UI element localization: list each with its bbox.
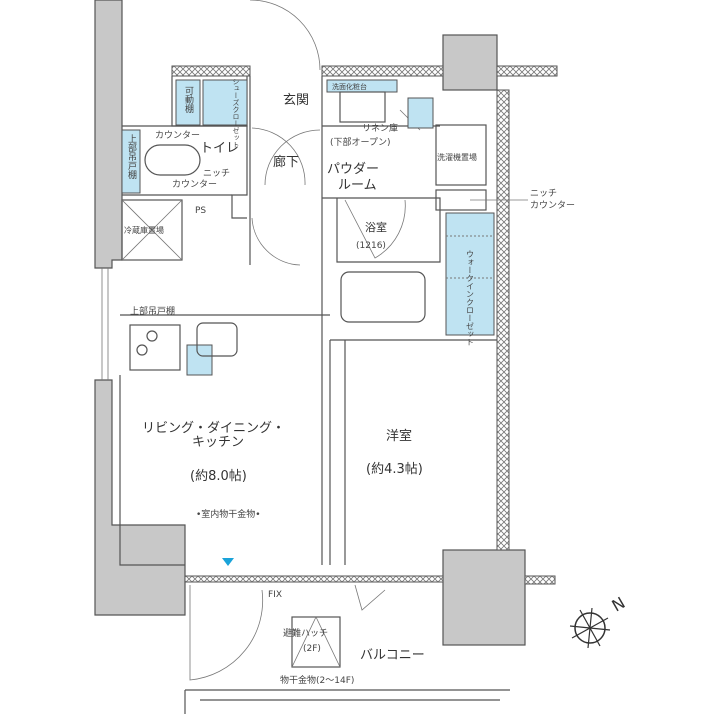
bathtub: [340, 271, 426, 323]
niche-counter-toilet-label: ニッチ: [203, 168, 230, 179]
ldk-size: (約8.0帖): [190, 469, 247, 484]
ldk-label: リビング・ダイニング・: [142, 421, 285, 436]
fixtures: [121, 79, 495, 668]
fix-label: FIX: [268, 590, 282, 600]
toilet-bowl: [144, 144, 201, 176]
partitions: [101, 76, 510, 714]
bath-size: (1216): [356, 241, 386, 251]
linen-label: リネン庫: [362, 122, 398, 134]
balcony-label: バルコニー: [360, 648, 425, 663]
upper-cabinet-kitchen-label: 上部吊戸棚: [130, 305, 175, 317]
washer-label: 洗濯機置場: [437, 152, 477, 162]
washer-space: [435, 124, 487, 186]
niche-counter-label-2: カウンター: [530, 200, 575, 211]
niche-counter-label: ニッチ: [530, 188, 557, 199]
powder-room-label-2: ルーム: [338, 178, 377, 193]
bath-label: 浴室: [365, 220, 387, 234]
ldk-note: •室内物干金物•: [196, 508, 261, 520]
evac-hatch-label-2: (2F): [303, 644, 321, 654]
counter-label: カウンター: [155, 130, 200, 141]
hallway-label: 廊下: [273, 154, 299, 170]
powder-room-label: パウダー: [327, 162, 379, 177]
western-room-size: (約4.3帖): [366, 462, 423, 477]
walk-in-closet: [445, 212, 495, 336]
cooktop: [129, 324, 181, 371]
structural-walls: [94, 0, 558, 646]
linen-label-2: (下部オープン): [330, 136, 390, 148]
niche-counter-toilet-label-2: カウンター: [172, 179, 217, 190]
shoe-closet-label: シューズクローゼット: [232, 78, 240, 148]
doors: [189, 0, 421, 681]
toilet-label: トイレ: [200, 141, 239, 156]
movable-shelf: [175, 79, 201, 126]
upper-cabinet-toilet: [121, 129, 141, 194]
fridge-label: 冷蔵庫置場: [124, 225, 164, 235]
wic-label: ウォークインクローゼット: [466, 250, 475, 346]
ps-label: PS: [195, 206, 206, 216]
entrance-label: 玄関: [283, 93, 309, 108]
sink: [196, 322, 238, 357]
upper-cabinet-toilet-label: 上部吊戸棚: [126, 134, 137, 180]
movable-shelf-label: 可動棚: [183, 86, 194, 114]
shoe-closet: [202, 79, 248, 126]
drying-hardware-label: 物干金物(2～14F): [280, 674, 354, 686]
western-room-label: 洋室: [386, 428, 412, 444]
labels: リビング・ダイニング・ キッチン (約8.0帖) •室内物干金物• 洋室 (約4…: [124, 78, 575, 686]
evac-hatch-label: 避難ハッチ: [283, 627, 328, 639]
evac-hatch: [291, 616, 341, 668]
entry-marker-icon: [222, 558, 234, 566]
washstand-label: 洗面化粧台: [332, 82, 367, 91]
compass-icon: N: [569, 593, 629, 649]
ldk-label-2: キッチン: [192, 435, 244, 450]
compass-north-label: N: [609, 593, 629, 615]
